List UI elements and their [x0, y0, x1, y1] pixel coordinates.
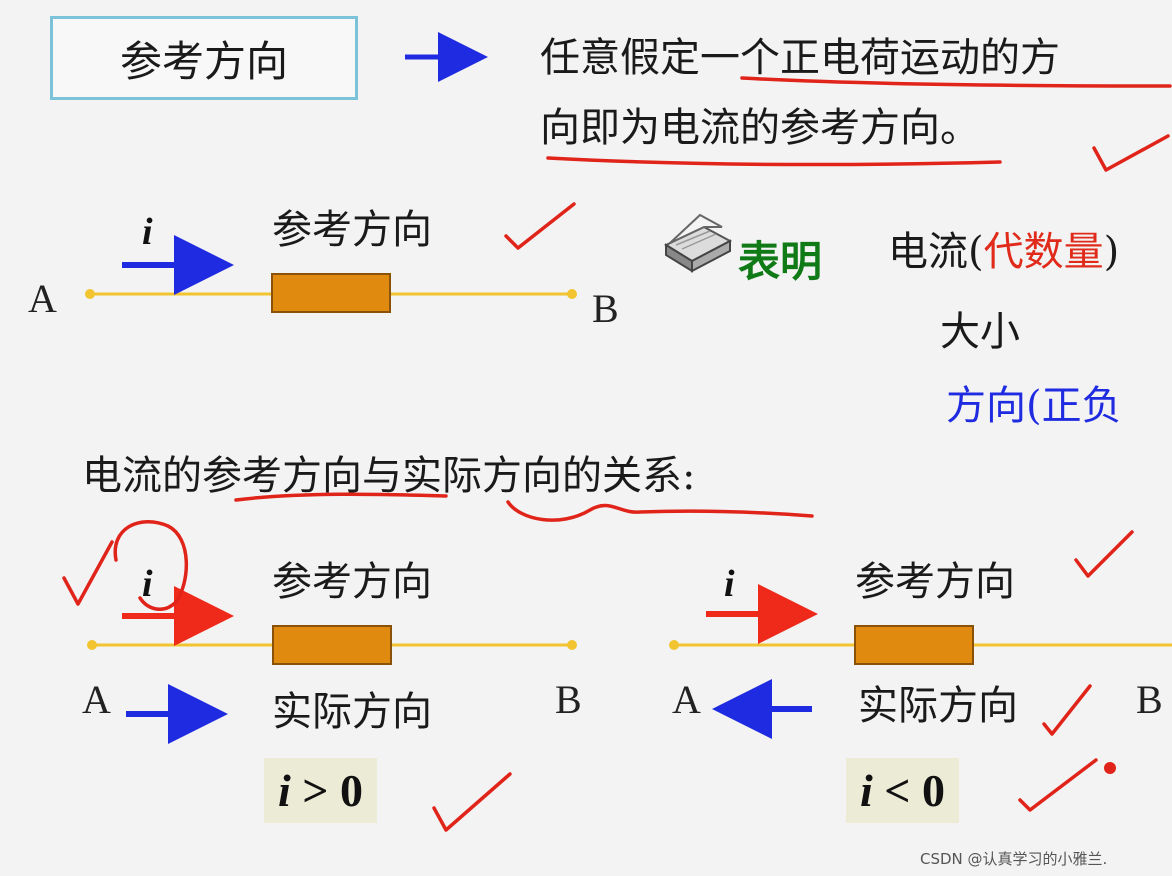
checkmark-icon: [1018, 758, 1098, 812]
right-actual-direction-label: 实际方向: [858, 683, 1018, 729]
right-node-b-label: B: [1136, 677, 1163, 722]
ink-dot: [1104, 762, 1116, 774]
checkmark-icon: [1092, 134, 1170, 172]
right-node-a-label: A: [672, 677, 701, 722]
resistor-right: [854, 625, 974, 665]
underline-definition-2: [546, 156, 1002, 167]
watermark: CSDN @认真学习的小雅兰.: [920, 850, 1108, 868]
right-inequality: i < 0: [846, 758, 959, 823]
wire-right-node-a: [669, 640, 679, 650]
note-line-2: 大小: [940, 309, 1020, 355]
right-reference-direction-label: 参考方向: [855, 559, 1015, 605]
note-line-3: 方向(正负: [946, 383, 1122, 429]
reference-direction-box: 参考方向: [50, 16, 358, 100]
left-current-symbol: i: [142, 563, 153, 605]
node-a-label: A: [28, 276, 57, 321]
underline-actual-direction: [506, 500, 814, 522]
wire-left-node-b: [567, 640, 577, 650]
reference-direction-label: 参考方向: [272, 207, 432, 253]
definition-line-2: 向即为电流的参考方向。: [540, 105, 980, 151]
note-label: 表明: [738, 237, 823, 286]
current-symbol: i: [142, 211, 153, 253]
node-b-label: B: [592, 286, 619, 331]
checkmark-icon: [432, 772, 512, 832]
checkmark-icon: [1074, 530, 1134, 578]
box-label: 参考方向: [119, 36, 288, 86]
resistor-1: [271, 273, 391, 313]
left-node-a-label: A: [82, 677, 111, 722]
right-current-symbol: i: [724, 563, 735, 605]
resistor-left: [272, 625, 392, 665]
left-inequality: i > 0: [264, 758, 377, 823]
checkmark-icon: [62, 540, 114, 606]
definition-line-1: 任意假定一个正电荷运动的方: [540, 35, 1060, 81]
wire-1-node-a: [85, 289, 95, 299]
relation-title: 电流的参考方向与实际方向的关系:: [82, 453, 696, 499]
wire-1-node-b: [567, 289, 577, 299]
left-reference-direction-label: 参考方向: [272, 559, 432, 605]
wire-left-node-a: [87, 640, 97, 650]
book-icon: [660, 205, 734, 275]
note-line-1: 电流(代数量): [888, 229, 1120, 275]
left-actual-direction-label: 实际方向: [272, 689, 432, 735]
checkmark-icon: [1042, 684, 1092, 736]
algebraic-quantity: 代数量: [983, 229, 1104, 275]
checkmark-icon: [504, 202, 576, 250]
left-node-b-label: B: [555, 677, 582, 722]
